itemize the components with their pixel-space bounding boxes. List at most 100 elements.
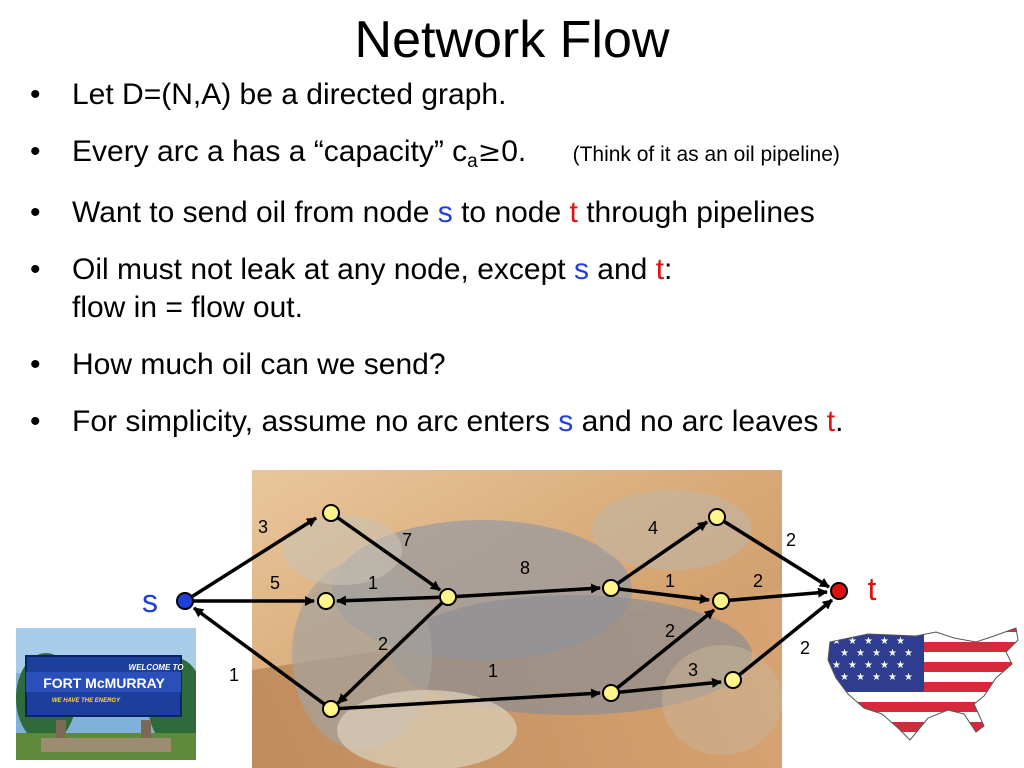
svg-text:★: ★ [832, 636, 841, 647]
arc-e-s [192, 606, 333, 711]
capacity-label-c-b: 1 [368, 573, 378, 593]
source-mention: s [558, 405, 574, 438]
svg-text:★: ★ [848, 660, 857, 671]
capacity-label-a-c: 7 [402, 530, 412, 550]
svg-text:★: ★ [864, 636, 873, 647]
bullet-item: • Every arc a has a “capacity” ca≥0. (Th… [30, 133, 1020, 175]
sink-mention: t [826, 405, 836, 438]
node-i [724, 671, 742, 689]
pipeline-note: (Think of it as an oil pipeline) [572, 143, 840, 166]
arc-i-t [731, 598, 834, 682]
capacity-label-d-f: 4 [648, 518, 658, 538]
geq-symbol: ≥ [477, 135, 502, 168]
bullet-text: Oil must not leak at any node, except [72, 253, 574, 286]
node-e [322, 700, 340, 718]
sink-mention: t [655, 253, 665, 286]
svg-text:★: ★ [880, 636, 889, 647]
capacity-subscript: a [467, 151, 478, 172]
bullet-dot: • [30, 196, 41, 229]
capacity-label-c-d: 8 [520, 558, 530, 578]
capacity-label-f-t: 2 [786, 530, 796, 550]
node-f [708, 508, 726, 526]
capacity-label-h-g: 2 [665, 621, 675, 641]
sign-town-text: FORT McMURRAY [43, 675, 165, 691]
source-node-label: s [142, 583, 158, 619]
arc-f-t [716, 515, 830, 589]
capacity-label-i-t: 2 [800, 638, 810, 658]
bullet-item: • Want to send oil from node s to node t… [30, 194, 1020, 232]
bullet-dot: • [30, 253, 41, 286]
node-source [176, 592, 194, 610]
node-a [322, 504, 340, 522]
capacity-label-c-e: 2 [378, 634, 388, 654]
bullet-text: and no arc leaves [573, 405, 827, 438]
bullet-text: Want to send oil from node [72, 196, 438, 229]
bullet-text: Let D=(N,A) be a directed graph. [72, 78, 507, 111]
node-c [439, 588, 457, 606]
capacity-label-h-i: 3 [688, 660, 698, 680]
capacity-label-s-a: 3 [258, 517, 268, 537]
bullet-text: through pipelines [577, 196, 815, 229]
bullet-list: • Let D=(N,A) be a directed graph. • Eve… [30, 76, 1020, 460]
bullet-text: For simplicity, assume no arc enters [72, 405, 559, 438]
arc-a-c [329, 511, 442, 592]
svg-text:★: ★ [864, 660, 873, 671]
svg-text:★: ★ [896, 660, 905, 671]
node-g [712, 592, 730, 610]
fort-mcmurray-sign-photo: WELCOME TO FORT McMURRAY WE HAVE THE ENE… [16, 628, 196, 760]
source-mention: s [437, 196, 453, 229]
bullet-dot: • [30, 348, 41, 381]
bullet-dot: • [30, 78, 41, 111]
svg-text:★: ★ [856, 672, 865, 683]
bullet-dot: • [30, 135, 41, 168]
arc-s-a [184, 516, 317, 603]
arc-c-e [336, 595, 450, 705]
svg-text:★: ★ [840, 672, 849, 683]
bullet-text: How much oil can we send? [72, 348, 446, 381]
sign-slogan-text: WE HAVE THE ENERGY [52, 698, 121, 704]
svg-text:★: ★ [904, 672, 913, 683]
sign-welcome-text: WELCOME TO [129, 663, 185, 672]
bullet-text: . [835, 405, 844, 438]
bullet-item: • For simplicity, assume no arc enters s… [30, 403, 1020, 441]
sink-node-label: t [868, 571, 877, 607]
sink-mention: t [569, 196, 578, 229]
source-mention: s [573, 253, 589, 286]
slide-title: Network Flow [354, 11, 670, 69]
node-b [317, 592, 335, 610]
svg-text:★: ★ [880, 660, 889, 671]
bullet-item: • Let D=(N,A) be a directed graph. [30, 76, 1020, 114]
bullet-text: and [588, 253, 656, 286]
bullet-text: Every arc a has a “capacity” c [72, 135, 468, 168]
bullet-dot: • [30, 405, 41, 438]
arc-e-h [330, 688, 601, 711]
bullet-text: flow in = flow out. [72, 291, 303, 324]
svg-text:★: ★ [904, 648, 913, 659]
capacity-label-e-h: 1 [488, 661, 498, 681]
arc-h-i [610, 677, 722, 695]
arc-g-t [720, 587, 828, 603]
bullet-text: to node [452, 196, 570, 229]
bullet-text: 0. [501, 135, 527, 168]
arc-h-g [609, 608, 716, 695]
us-flag-map: ★★★★★ ★★★★★ ★★★★★ ★★★★★ [827, 627, 1019, 741]
svg-text:★: ★ [872, 672, 881, 683]
arc-c-b [336, 595, 449, 606]
bullet-text: : [664, 253, 673, 286]
arc-c-d [447, 583, 601, 599]
bullet-item: • Oil must not leak at any node, except … [30, 251, 1020, 327]
node-h [602, 684, 620, 702]
svg-text:★: ★ [888, 648, 897, 659]
capacity-label-e-s: 1 [229, 665, 239, 685]
svg-text:★: ★ [888, 672, 897, 683]
svg-text:★: ★ [848, 636, 857, 647]
node-d [602, 579, 620, 597]
arc-d-g [610, 586, 710, 604]
svg-text:★: ★ [872, 648, 881, 659]
svg-text:★: ★ [840, 648, 849, 659]
bullet-item: • How much oil can we send? [30, 346, 1020, 384]
svg-text:★: ★ [832, 660, 841, 671]
capacity-label-d-g: 1 [665, 571, 675, 591]
svg-text:★: ★ [856, 648, 865, 659]
